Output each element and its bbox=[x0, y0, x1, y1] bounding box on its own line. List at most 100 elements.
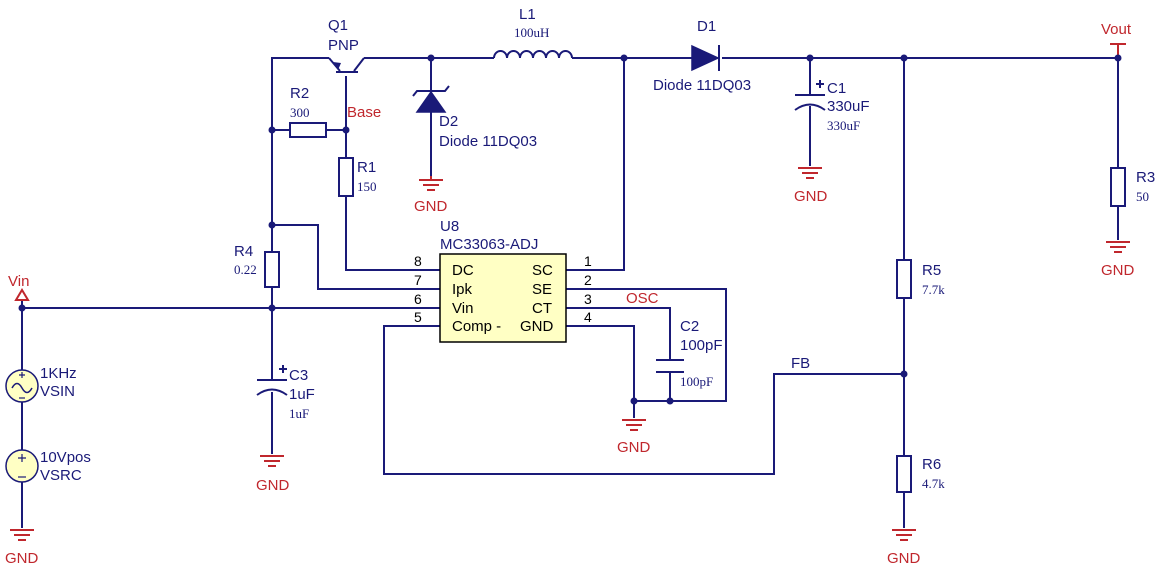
r1-ref: R1 bbox=[357, 159, 376, 176]
u8-pin-2-num: 2 bbox=[584, 272, 592, 288]
r6-value: 4.7k bbox=[922, 476, 945, 491]
u8-pin-6-num: 6 bbox=[414, 291, 422, 307]
c2-capacitor[interactable]: C2 100pF 100pF bbox=[656, 318, 723, 389]
c1-plus-icon bbox=[816, 80, 824, 88]
vsrc-plus-icon bbox=[18, 454, 26, 462]
vsin-source[interactable]: 1KHz VSIN bbox=[5, 365, 77, 403]
u8-ic[interactable]: U8 MC33063-ADJ 8 7 6 5 DC Ipk Vin Comp -… bbox=[414, 218, 592, 343]
l1-value: 100uH bbox=[514, 25, 549, 40]
u8-pin-1-num: 1 bbox=[584, 253, 592, 269]
ground-r6: GND bbox=[887, 529, 921, 567]
c1-capacitor[interactable]: C1 330uF 330uF bbox=[794, 80, 870, 133]
r5-body-icon bbox=[896, 259, 912, 299]
u8-pin-ipk: Ipk bbox=[452, 281, 473, 298]
u8-pin-5-num: 5 bbox=[414, 309, 422, 325]
d1-ref: D1 bbox=[697, 18, 716, 35]
q1-type: PNP bbox=[328, 37, 359, 54]
r5-resistor[interactable]: R5 7.7k bbox=[896, 259, 945, 299]
vin-port[interactable]: Vin bbox=[8, 273, 30, 301]
r4-value: 0.22 bbox=[234, 262, 257, 277]
c1-value2: 330uF bbox=[827, 118, 860, 133]
r4-ref: R4 bbox=[234, 243, 253, 260]
ground-c1-label: GND bbox=[794, 188, 828, 205]
u8-body bbox=[439, 253, 567, 343]
c2-value2: 100pF bbox=[680, 374, 713, 389]
net-label-base: Base bbox=[347, 104, 381, 121]
r1-value: 150 bbox=[357, 179, 377, 194]
d2-ref: D2 bbox=[439, 113, 458, 130]
l1-ref: L1 bbox=[519, 6, 536, 23]
c3-ref: C3 bbox=[289, 367, 308, 384]
q1-collector bbox=[353, 57, 365, 72]
ground-r3: GND bbox=[1101, 241, 1135, 279]
d2-diode[interactable]: D2 Diode 11DQ03 bbox=[412, 85, 537, 150]
u8-pin-dc: DC bbox=[452, 262, 474, 279]
ground-u8: GND bbox=[617, 419, 651, 456]
u8-pin-8-num: 8 bbox=[414, 253, 422, 269]
ground-u8-label: GND bbox=[617, 439, 651, 456]
r2-resistor[interactable]: R2 300 bbox=[289, 85, 327, 138]
vout-port[interactable]: Vout bbox=[1101, 21, 1132, 45]
q1-pnp-transistor[interactable]: Q1 PNP bbox=[328, 17, 365, 73]
u8-pin-sc: SC bbox=[532, 262, 553, 279]
ground-vsrc: GND bbox=[5, 529, 39, 567]
d2-diode-icon bbox=[415, 90, 447, 113]
d1-diode-icon bbox=[691, 44, 720, 72]
wires bbox=[21, 44, 1119, 528]
u8-pin-3-num: 3 bbox=[584, 291, 592, 307]
vsin-name: VSIN bbox=[40, 383, 75, 400]
sine-wave-icon bbox=[11, 382, 33, 394]
vin-label: Vin bbox=[8, 273, 29, 290]
junctions bbox=[18, 54, 1122, 405]
c2-value1: 100pF bbox=[680, 337, 723, 354]
net-label-fb: FB bbox=[791, 355, 810, 372]
r4-resistor[interactable]: R4 0.22 bbox=[234, 243, 280, 288]
vout-label: Vout bbox=[1101, 21, 1132, 38]
c3-capacitor[interactable]: C3 1uF 1uF bbox=[256, 365, 315, 421]
u8-pin-ct: CT bbox=[532, 300, 552, 317]
ground-d2: GND bbox=[414, 176, 448, 215]
c3-value2: 1uF bbox=[289, 406, 309, 421]
ground-r6-label: GND bbox=[887, 550, 921, 567]
c3-plus-icon bbox=[279, 365, 287, 373]
d2-model: Diode 11DQ03 bbox=[439, 133, 537, 150]
r3-resistor[interactable]: R3 50 bbox=[1110, 167, 1155, 207]
u8-ref: U8 bbox=[440, 218, 459, 235]
vsrc-value: 10Vpos bbox=[40, 449, 91, 466]
l1-coil-icon bbox=[493, 50, 573, 59]
vsin-plus-icon bbox=[19, 372, 25, 378]
u8-pin-gnd: GND bbox=[520, 318, 554, 335]
vsin-freq: 1KHz bbox=[40, 365, 77, 382]
d1-diode[interactable]: D1 Diode 11DQ03 bbox=[653, 18, 751, 94]
r4-body-icon bbox=[264, 251, 280, 288]
c1-ref: C1 bbox=[827, 80, 846, 97]
ground-c3: GND bbox=[256, 455, 290, 494]
vsrc-source[interactable]: 10Vpos VSRC bbox=[5, 449, 91, 484]
r3-ref: R3 bbox=[1136, 169, 1155, 186]
q1-ref: Q1 bbox=[328, 17, 348, 34]
r2-ref: R2 bbox=[290, 85, 309, 102]
c2-ref: C2 bbox=[680, 318, 699, 335]
ground-c1: GND bbox=[794, 167, 828, 205]
u8-pin-comp: Comp - bbox=[452, 318, 501, 335]
vsrc-name: VSRC bbox=[40, 467, 82, 484]
d2-cathode-bar bbox=[412, 85, 450, 97]
l1-inductor[interactable]: L1 100uH bbox=[493, 6, 573, 59]
c3-plate-bottom bbox=[256, 388, 288, 396]
vsin-body bbox=[5, 369, 39, 403]
c1-value1: 330uF bbox=[827, 98, 870, 115]
r6-body-icon bbox=[896, 455, 912, 493]
r3-body-icon bbox=[1110, 167, 1126, 207]
u8-pin-se: SE bbox=[532, 281, 552, 298]
r1-resistor[interactable]: R1 150 bbox=[338, 157, 377, 197]
ground-r3-label: GND bbox=[1101, 262, 1135, 279]
r6-resistor[interactable]: R6 4.7k bbox=[896, 455, 945, 493]
r1-body-icon bbox=[338, 157, 354, 197]
vin-port-icon bbox=[14, 288, 30, 301]
q1-emitter-arrow-icon bbox=[333, 62, 341, 70]
r2-body-icon bbox=[289, 122, 327, 138]
u8-pin-4-num: 4 bbox=[584, 309, 592, 325]
ground-vsrc-label: GND bbox=[5, 550, 39, 567]
u8-part: MC33063-ADJ bbox=[440, 236, 538, 253]
